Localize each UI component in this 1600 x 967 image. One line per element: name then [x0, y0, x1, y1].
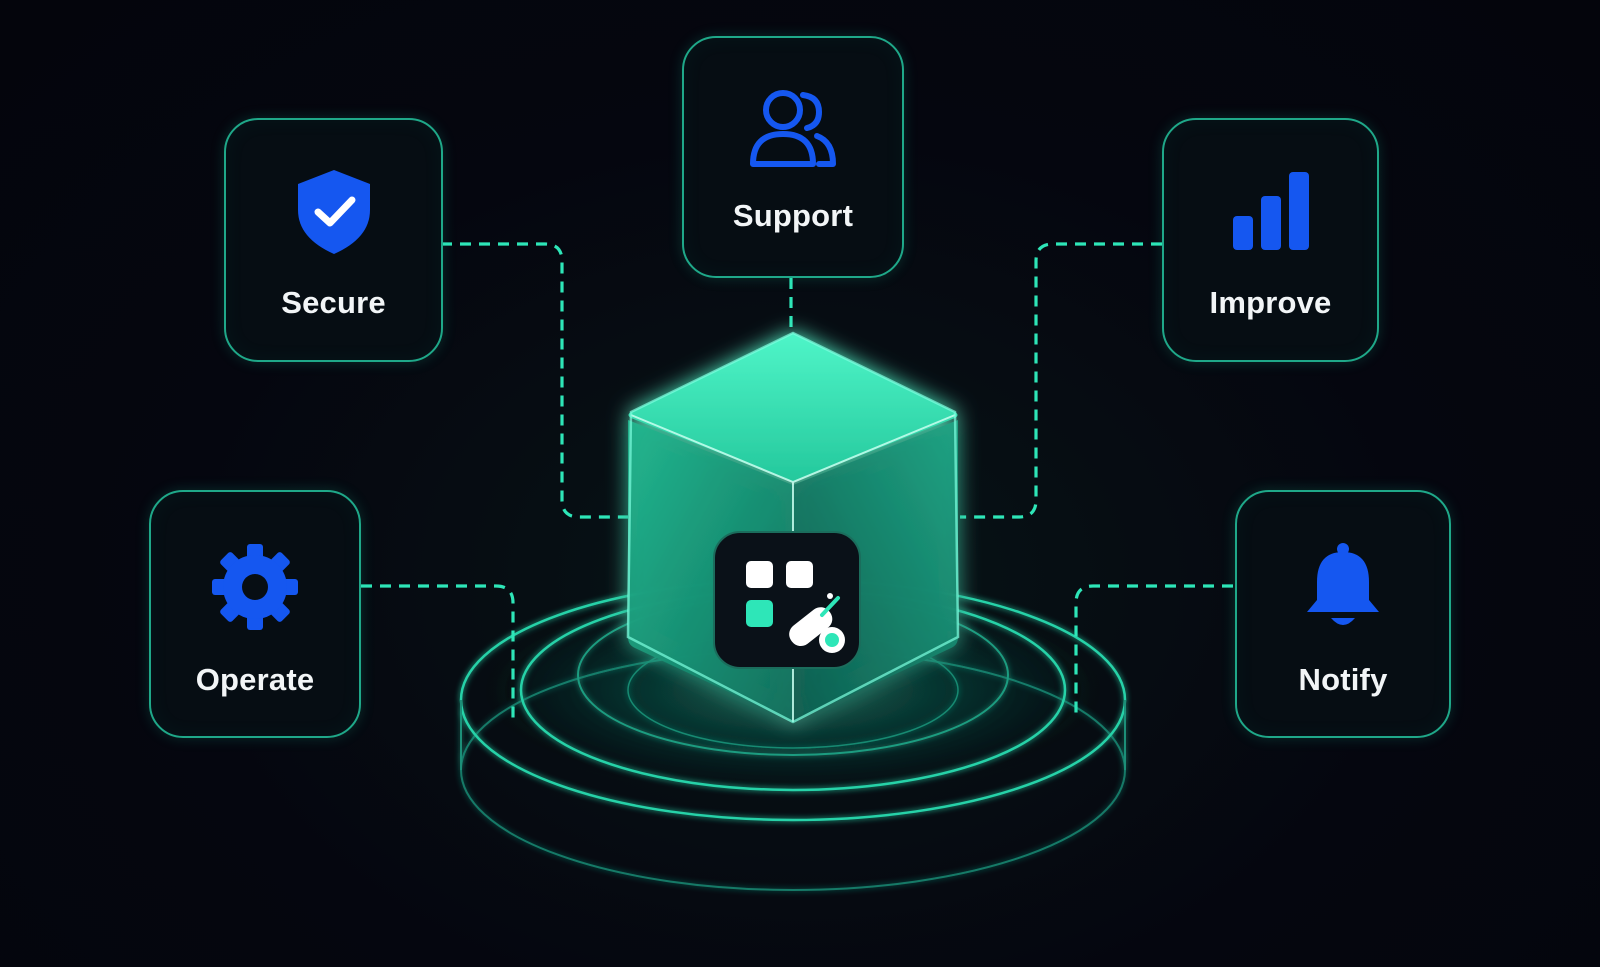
node-label: Operate [195, 662, 315, 697]
apps-tools-icon [713, 531, 861, 669]
users-icon [750, 90, 836, 167]
node-label: Secure [281, 285, 386, 320]
connector-operate [361, 584, 515, 720]
connector-improve [960, 242, 1162, 519]
node-operate[interactable]: Operate [149, 490, 361, 738]
node-support[interactable]: Support [682, 36, 904, 278]
node-label: Support [732, 198, 854, 233]
node-label: Notify [1298, 662, 1388, 697]
bell-icon [1307, 543, 1379, 625]
bar-chart-icon [1232, 172, 1309, 250]
node-notify[interactable]: Notify [1235, 490, 1451, 738]
gear-icon [212, 544, 298, 630]
connector-secure [441, 242, 628, 519]
node-label: Improve [1209, 285, 1332, 320]
node-improve[interactable]: Improve [1162, 118, 1379, 362]
cube-top-face [628, 333, 958, 482]
node-secure[interactable]: Secure [224, 118, 443, 362]
shield-check-icon [297, 170, 370, 254]
connector-notify [1074, 584, 1233, 720]
connectors [361, 242, 1233, 720]
